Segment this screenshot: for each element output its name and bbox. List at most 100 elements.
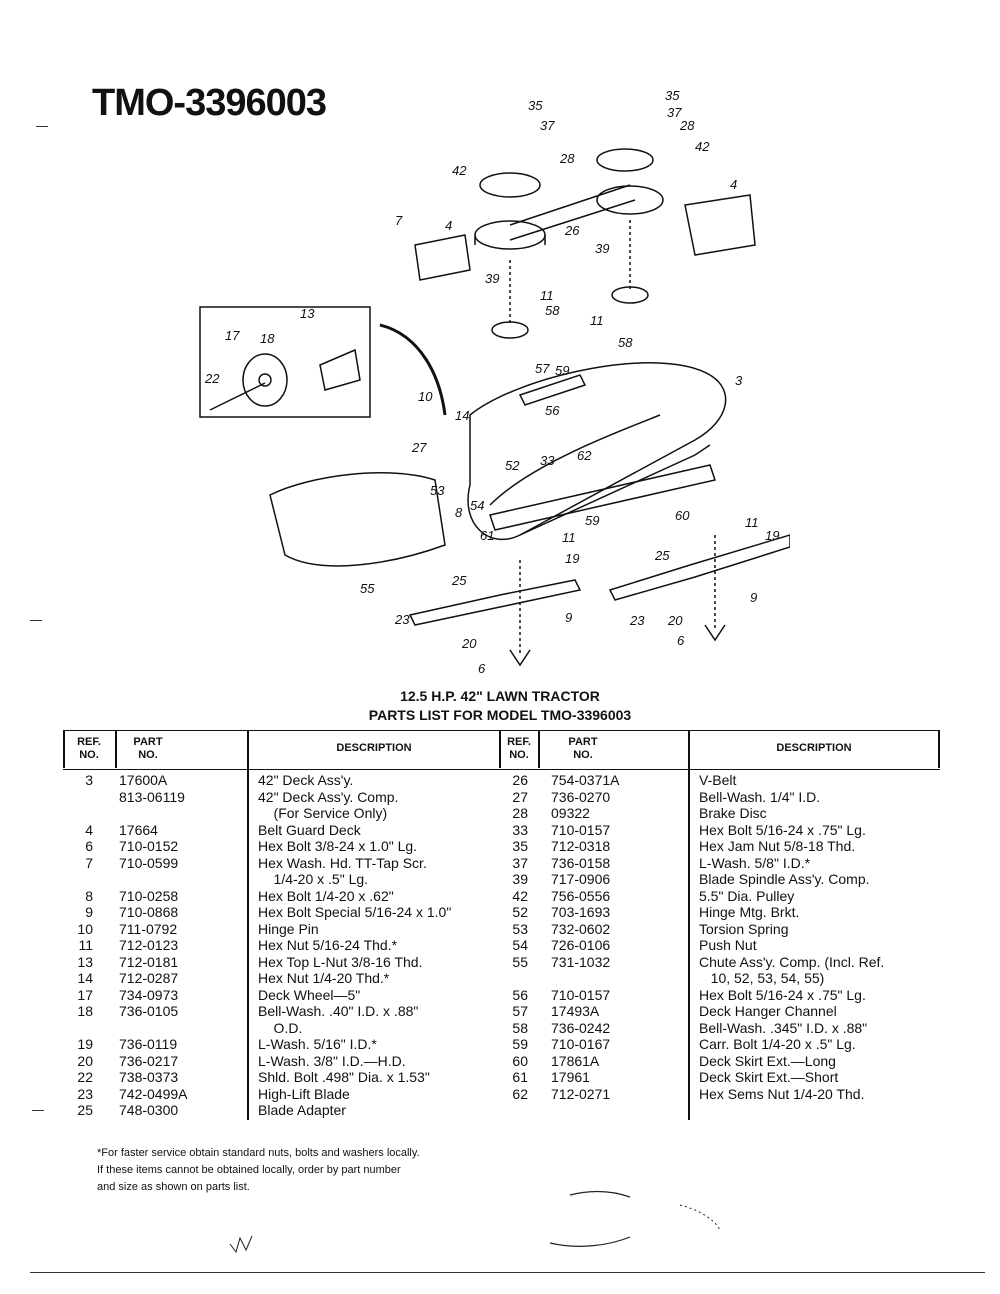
ref-no-cell: 61 (512, 1069, 528, 1085)
ref-no-cell: 58 (512, 1019, 528, 1036)
ref-no-cell: 17 (77, 986, 93, 1003)
part-no-cell: 09322 (551, 805, 590, 821)
ref-no-cell: 59 (512, 1036, 528, 1052)
header-ref-no: REF. NO. (77, 736, 101, 761)
ref-no-cell: 18 (77, 1003, 93, 1019)
description-cell: Blade Spindle Ass'y. Comp. (699, 871, 870, 887)
header-description: DESCRIPTION (336, 742, 412, 754)
part-no-cell: 710-0258 (119, 887, 179, 904)
part-no-cell: 712-0271 (551, 1085, 611, 1102)
header-part-no: PART NO. (133, 736, 163, 761)
ref-no-cell: 53 (512, 920, 528, 937)
part-no-cell: 726-0106 (551, 937, 611, 953)
description-cell: 42" Deck Ass'y. (258, 772, 354, 788)
part-no-cell: 756-0556 (551, 887, 611, 904)
description-cell: 1/4-20 x .5" Lg. (258, 871, 369, 887)
part-no-cell: 742-0499A (119, 1085, 188, 1102)
part-no-cell: 736-0105 (119, 1003, 179, 1019)
description-cell: L-Wash. 5/8" I.D.* (699, 854, 811, 871)
svg-text:9: 9 (750, 590, 757, 605)
svg-text:8: 8 (455, 505, 463, 520)
bottom-rule (30, 1272, 985, 1273)
part-no-cell: 17493A (551, 1003, 600, 1019)
part-no-cell: 813-06119 (119, 788, 185, 805)
description-cell: Chute Ass'y. Comp. (Incl. Ref. (699, 953, 885, 970)
description-cell: High-Lift Blade (258, 1085, 350, 1102)
svg-text:19: 19 (565, 551, 579, 566)
svg-text:4: 4 (445, 218, 452, 233)
svg-text:39: 39 (485, 271, 499, 286)
part-no-cell: 17600A (119, 772, 168, 788)
svg-text:11: 11 (562, 530, 576, 545)
part-no-cell: 710-0152 (119, 838, 179, 854)
ref-no-cell: 27 (512, 788, 528, 805)
part-no-cell: 731-1032 (551, 953, 611, 970)
svg-text:58: 58 (618, 335, 633, 350)
pulley-left (479, 172, 541, 198)
spindle-left (491, 321, 529, 339)
ref-no-cell: 25 (77, 1102, 93, 1118)
description-cell: 42" Deck Ass'y. Comp. (258, 788, 399, 805)
part-no-cell: 748-0300 (119, 1102, 179, 1118)
description-cell: 10, 52, 53, 54, 55) (699, 970, 825, 986)
ref-no-cell: 26 (512, 772, 528, 788)
svg-text:14: 14 (455, 408, 469, 423)
part-no-cell: 710-0167 (551, 1036, 611, 1052)
description-cell: Hex Top L-Nut 3/8-16 Thd. (258, 953, 423, 970)
svg-text:28: 28 (679, 118, 695, 133)
svg-text:61: 61 (480, 528, 494, 543)
ref-no-cell: 35 (512, 838, 528, 854)
description-cell: Push Nut (699, 937, 757, 953)
svg-text:60: 60 (675, 508, 690, 523)
part-no-cell: 732-0602 (551, 920, 611, 937)
deck-skirt (489, 464, 716, 531)
svg-text:20: 20 (461, 636, 477, 651)
svg-text:54: 54 (470, 498, 484, 513)
svg-text:28: 28 (559, 151, 575, 166)
ref-no-cell: 6 (85, 838, 93, 854)
footnote-line: *For faster service obtain standard nuts… (97, 1147, 420, 1159)
margin-mark (36, 126, 48, 127)
part-no-cell: 712-0287 (119, 970, 179, 986)
ref-no-cell: 13 (77, 953, 93, 970)
part-no-cell: 712-0123 (119, 937, 179, 953)
handwritten-mark (228, 1232, 258, 1261)
margin-mark (32, 1110, 44, 1111)
description-cell: Hex Bolt 5/16-24 x .75" Lg. (699, 986, 866, 1003)
part-no-cell: 703-1693 (551, 904, 611, 920)
description-cell: O.D. (258, 1019, 303, 1036)
svg-text:4: 4 (730, 177, 737, 192)
svg-text:37: 37 (540, 118, 555, 133)
svg-text:22: 22 (204, 371, 220, 386)
description-cell: Brake Disc (699, 805, 767, 821)
parts-list-heading-line1: 12.5 H.P. 42" LAWN TRACTOR (400, 688, 600, 704)
svg-text:59: 59 (585, 513, 599, 528)
svg-text:39: 39 (595, 241, 609, 256)
svg-text:13: 13 (300, 306, 315, 321)
description-cell: Belt Guard Deck (258, 821, 361, 838)
description-cell: L-Wash. 3/8" I.D.—H.D. (258, 1052, 406, 1069)
svg-text:42: 42 (452, 163, 467, 178)
ref-no-cell: 52 (512, 904, 528, 920)
svg-text:7: 7 (395, 213, 403, 228)
svg-text:10: 10 (418, 389, 433, 404)
svg-text:19: 19 (765, 528, 779, 543)
ref-no-cell: 57 (512, 1003, 528, 1019)
description-cell: Torsion Spring (699, 920, 789, 937)
margin-mark (30, 620, 42, 621)
ref-no-cell: 7 (85, 854, 93, 871)
svg-text:42: 42 (695, 139, 710, 154)
description-cell: Hinge Mtg. Brkt. (699, 904, 800, 920)
description-cell: Hex Wash. Hd. TT-Tap Scr. (258, 854, 427, 871)
description-cell: Deck Wheel—5" (258, 986, 361, 1003)
part-no-cell: 736-0217 (119, 1052, 179, 1069)
header-description-right: DESCRIPTION (776, 742, 852, 754)
description-cell: Hex Bolt 3/8-24 x 1.0" Lg. (258, 838, 418, 854)
svg-text:17: 17 (225, 328, 240, 343)
ref-no-cell: 9 (85, 904, 93, 920)
part-no-cell: 734-0973 (119, 986, 179, 1003)
ref-no-cell: 56 (512, 986, 528, 1003)
description-cell: Shld. Bolt .498" Dia. x 1.53" (258, 1069, 430, 1085)
part-no-cell: 17664 (119, 821, 158, 838)
